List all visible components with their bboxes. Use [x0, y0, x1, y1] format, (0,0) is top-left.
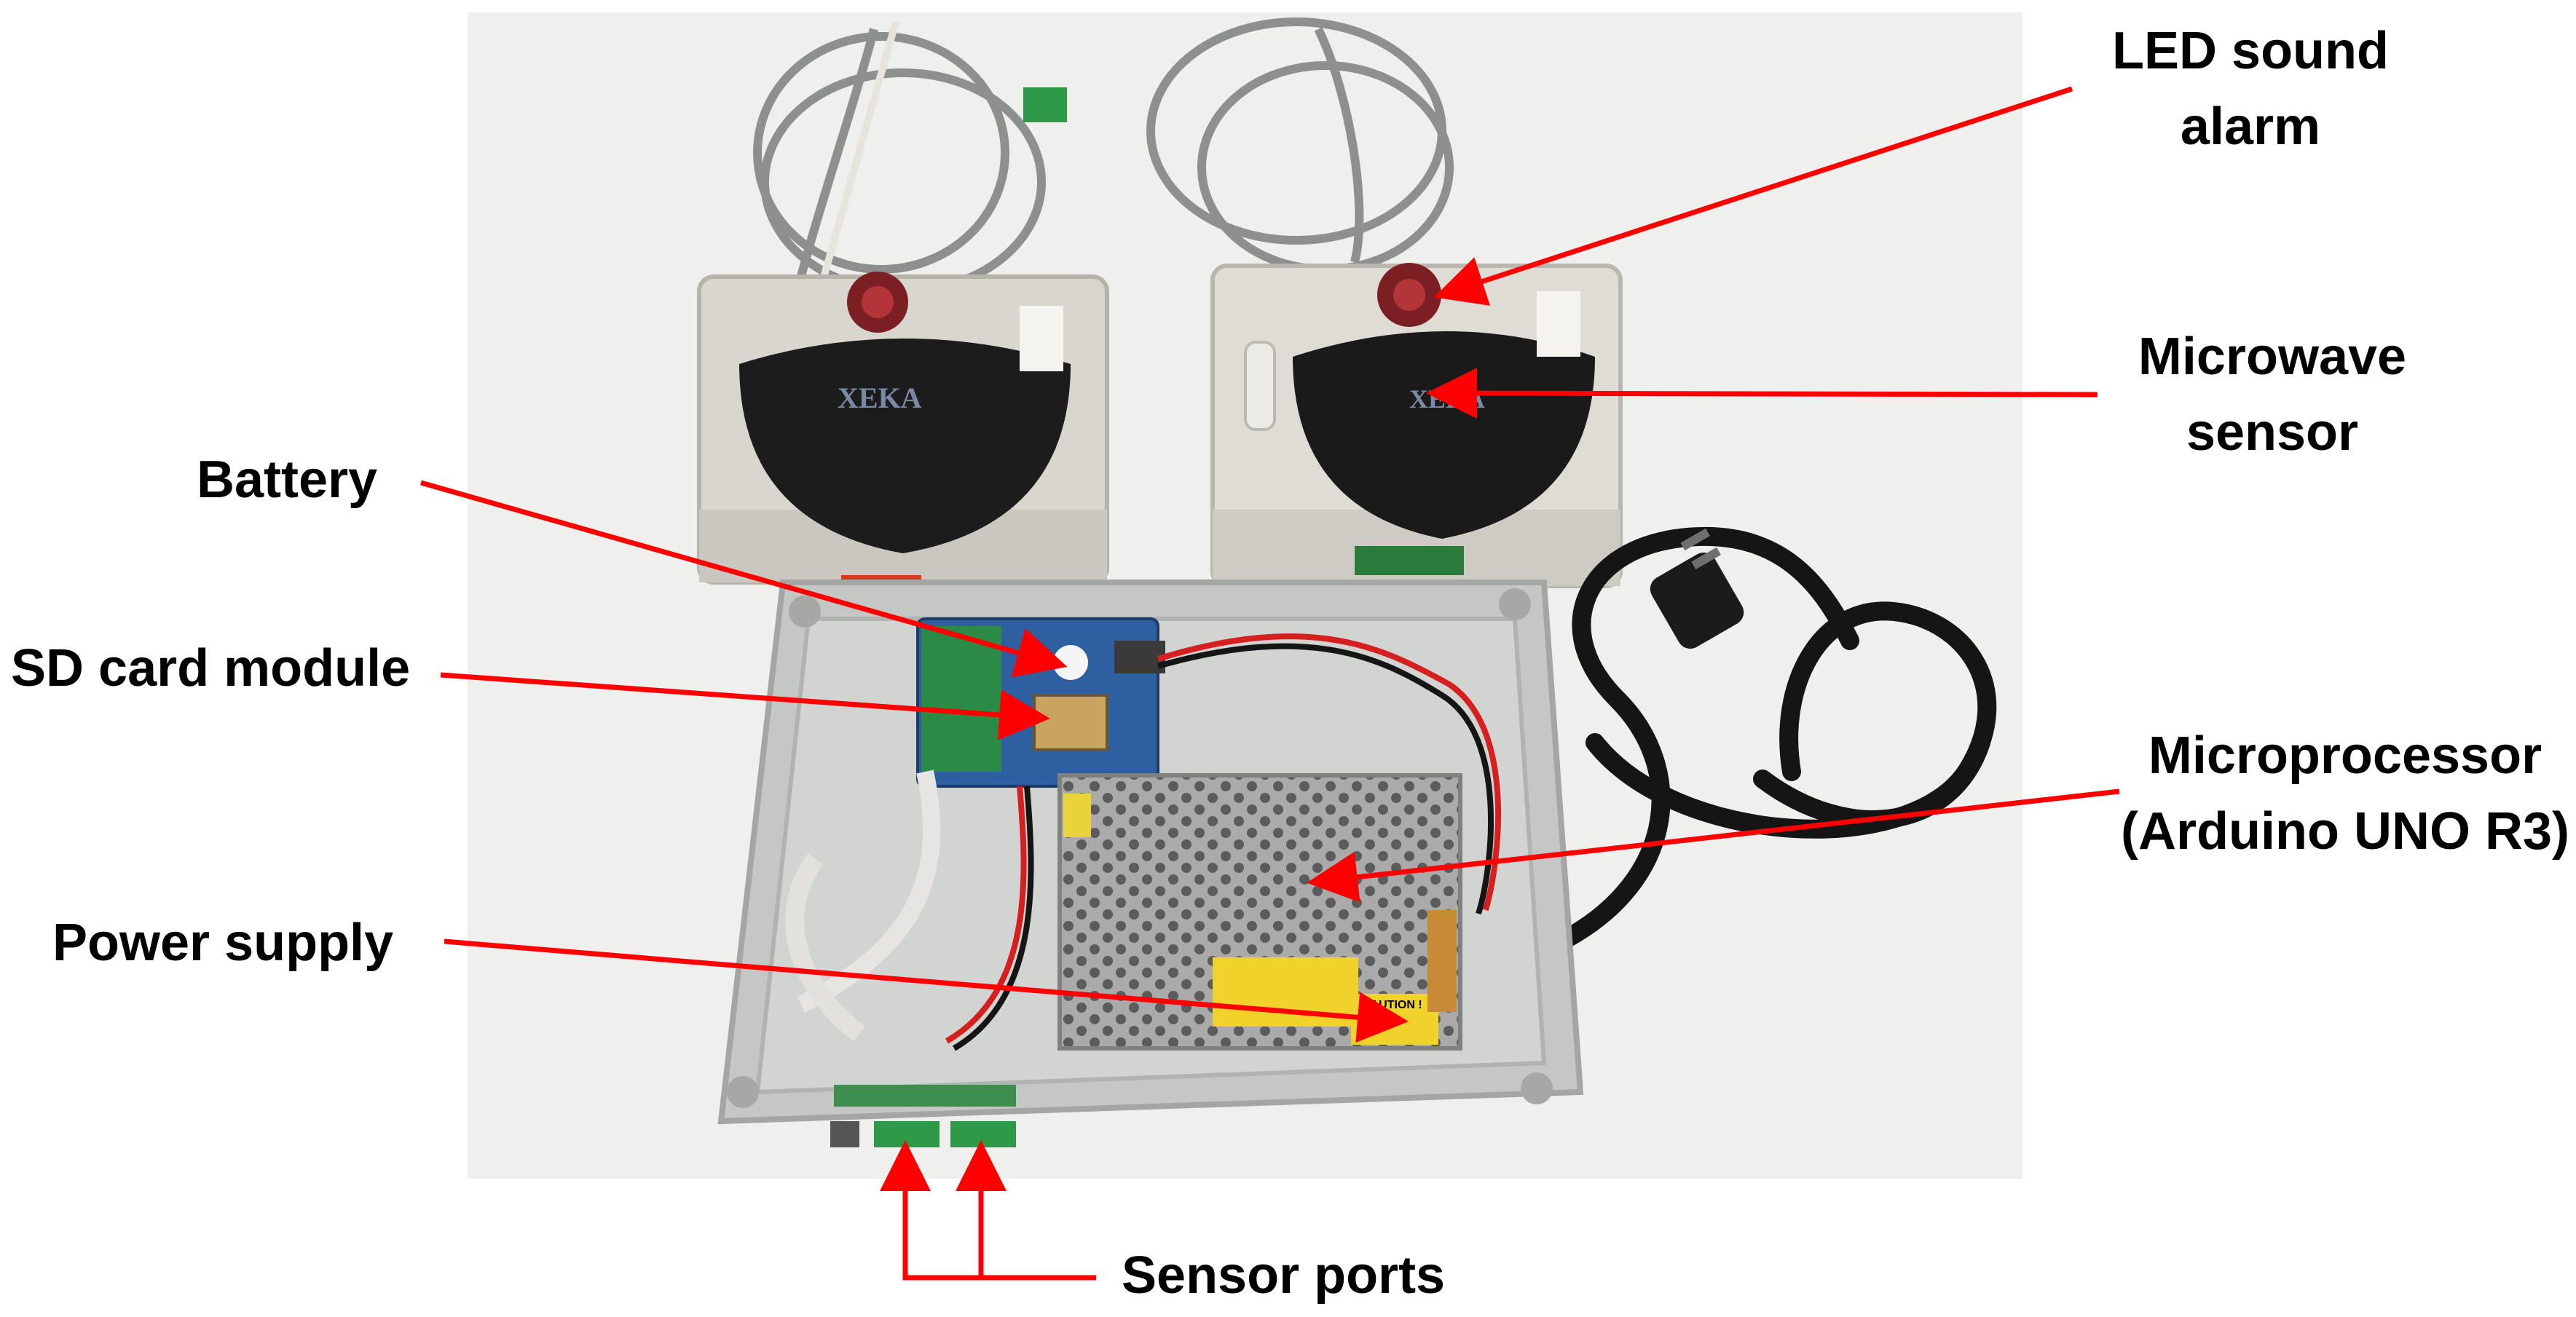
svg-text:XEKA: XEKA — [838, 381, 922, 414]
arrow-battery — [420, 480, 1068, 678]
label-microprocessor-line2: (Arduino UNO R3) — [2121, 802, 2569, 861]
svg-text:XEKA: XEKA — [1409, 384, 1485, 414]
svg-text:CAUTION !: CAUTION ! — [1362, 999, 1422, 1011]
arduino-board — [916, 617, 1165, 788]
arrow-led-sound-alarm — [1433, 86, 2073, 306]
label-microprocessor: Microprocessor (Arduino UNO R3) — [2119, 718, 2571, 869]
label-battery: Battery — [197, 451, 378, 509]
label-led-line2: alarm — [2180, 98, 2321, 156]
arrow-microprocessor — [1307, 788, 2120, 903]
terminal-connector — [1023, 87, 1067, 122]
label-led-line1: LED sound — [2112, 22, 2389, 80]
label-led-sound-alarm: LED sound alarm — [2098, 13, 2403, 165]
arrow-sd-card-module — [440, 672, 1050, 740]
label-microwave-sensor: Microwave sensor — [2112, 319, 2433, 470]
right-sensor-unit: XEKA — [1210, 263, 1623, 588]
label-microprocessor-line1: Microprocessor — [2148, 727, 2542, 785]
label-sd-card-module: SD card module — [11, 639, 411, 697]
label-power-supply: Power supply — [52, 914, 394, 972]
label-sensor-ports: Sensor ports — [1122, 1246, 1446, 1305]
sensor-port-blocks — [830, 1085, 1016, 1147]
arrow-microwave-sensor — [1426, 368, 2098, 419]
arrow-power-supply — [444, 938, 1409, 1043]
cable-tie — [812, 20, 899, 307]
label-microwave-line2: sensor — [2186, 403, 2359, 462]
power-supply-unit: CAUTION ! — [1057, 773, 1462, 1051]
left-sensor-unit: XEKA — [697, 272, 1109, 612]
label-microwave-line1: Microwave — [2138, 328, 2407, 386]
wiring — [785, 633, 1501, 1051]
power-plug — [1650, 552, 1744, 649]
annotation-arrows — [420, 86, 2120, 1281]
